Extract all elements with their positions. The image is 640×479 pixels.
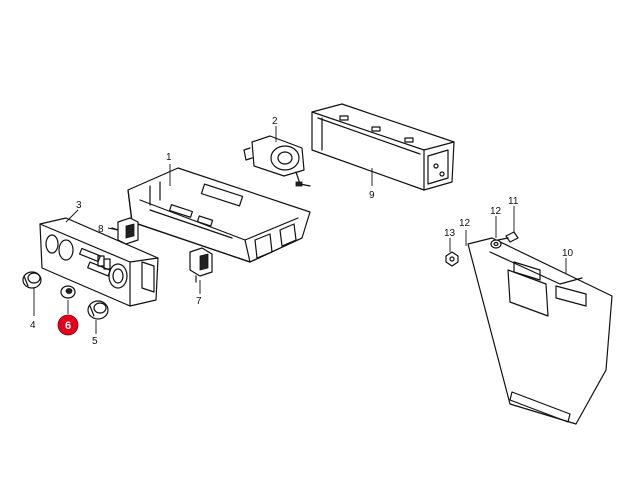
part-label-2: 2 [272, 116, 278, 127]
part-label-3: 3 [76, 200, 82, 211]
part-8-switch [111, 217, 139, 245]
part-7-switch [189, 247, 213, 283]
part-4-knob [22, 271, 42, 289]
part-3-faceplate [39, 217, 159, 307]
part-label-13: 13 [444, 228, 456, 239]
part-label-6: 6 [65, 320, 71, 332]
part-label-4: 4 [30, 320, 36, 331]
part-10-side-panel [467, 237, 613, 425]
part-5-knob [87, 300, 109, 320]
part-label-12: 12 [490, 206, 502, 217]
leader-8 [107, 227, 119, 231]
part-label-10: 10 [562, 248, 574, 259]
part-13-nut [445, 251, 459, 267]
part-label-5: 5 [92, 336, 98, 347]
leader-3 [65, 209, 79, 223]
part-1-control-unit [127, 167, 311, 263]
part-12-washer [490, 239, 502, 249]
part-label-7: 7 [196, 296, 202, 307]
part-label-12-left: 12 [459, 218, 471, 229]
part-label-1: 1 [166, 152, 172, 163]
part-2-motor [243, 135, 311, 187]
part-label-11: 11 [508, 196, 519, 207]
part-9-mounting-frame [311, 103, 455, 191]
part-6-knob [60, 285, 76, 299]
part-label-9: 9 [369, 190, 375, 201]
part-label-8: 8 [98, 224, 104, 235]
highlighted-part-6-marker[interactable]: 6 [57, 314, 79, 336]
part-11-screw [497, 231, 519, 243]
highlight-circle [57, 314, 79, 336]
